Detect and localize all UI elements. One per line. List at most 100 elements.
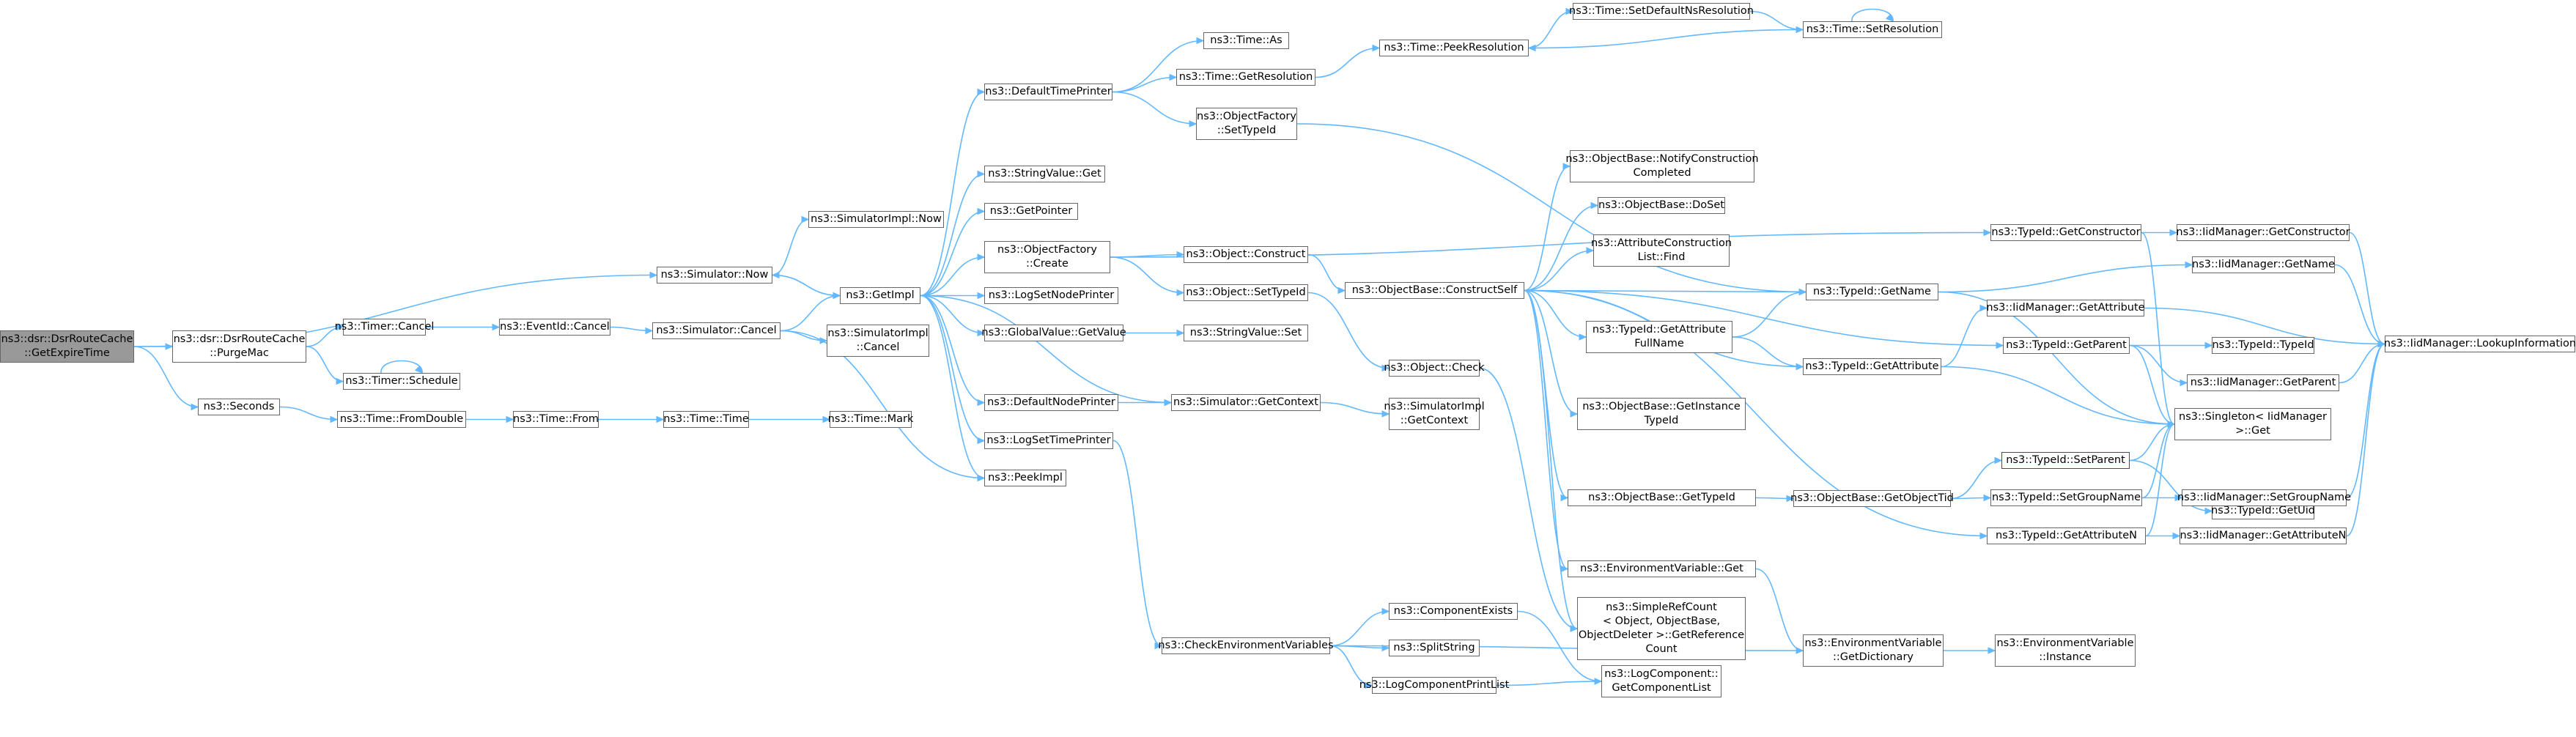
node-defaulttimeprinter[interactable]: ns3::DefaultTimePrinter (984, 84, 1112, 100)
node-object-settypeid[interactable]: ns3::Object::SetTypeId (1184, 284, 1308, 301)
call-edge (2129, 459, 2213, 512)
node-time-setresolution[interactable]: ns3::Time::SetResolution (1803, 21, 1942, 38)
node-componentexists[interactable]: ns3::ComponentExists (1389, 603, 1518, 620)
node-iidmanager-setgroupname[interactable]: ns3::IidManager::SetGroupName (2177, 489, 2351, 506)
node-time-as[interactable]: ns3::Time::As (1203, 32, 1289, 49)
call-edge (1112, 440, 1162, 647)
node-time-mark[interactable]: ns3::Time::Mark (827, 411, 914, 428)
node-getimpl[interactable]: ns3::GetImpl (840, 287, 920, 304)
node-label-line: ns3::DefaultTimePrinter (985, 86, 1112, 97)
node-timer-cancel[interactable]: ns3::Timer::Cancel (335, 319, 434, 336)
node-simulator-now[interactable]: ns3::Simulator::Now (657, 267, 772, 284)
node-simplerefcount-getreferencecount[interactable]: ns3::SimpleRefCount< Object, ObjectBase,… (1577, 597, 1746, 660)
node-label-line: ns3::Time::Mark (827, 413, 914, 425)
edge-arrowhead (2204, 507, 2213, 515)
node-logsettimeprinter[interactable]: ns3::LogSetTimePrinter (984, 432, 1113, 449)
node-time-getresolution[interactable]: ns3::Time::GetResolution (1176, 69, 1315, 86)
node-objectbase-getobjecttid[interactable]: ns3::ObjectBase::GetObjectTid (1790, 490, 1954, 507)
node-time-setdefaultnsresolution[interactable]: ns3::Time::SetDefaultNsResolution (1569, 3, 1754, 20)
node-dsrroutecache-purgemac[interactable]: ns3::dsr::DsrRouteCache::PurgeMac (172, 330, 306, 363)
edge-arrowhead (977, 292, 986, 300)
node-typeid-getattribute[interactable]: ns3::TypeId::GetAttribute (1803, 358, 1941, 375)
node-simulator-getcontext[interactable]: ns3::Simulator::GetContext (1171, 394, 1321, 411)
node-logcomponent-getcomponentlist[interactable]: ns3::LogComponent::GetComponentList (1601, 665, 1721, 697)
node-simulatorimpl-cancel[interactable]: ns3::SimulatorImpl::Cancel (827, 325, 929, 357)
node-checkenvironmentvariables[interactable]: ns3::CheckEnvironmentVariables (1158, 637, 1334, 654)
node-iidmanager-lookupinformation[interactable]: ns3::IidManager::LookupInformation (2384, 336, 2576, 352)
node-label-line: < Object, ObjectBase, (1602, 615, 1721, 627)
node-time-peekresolution[interactable]: ns3::Time::PeekResolution (1379, 40, 1529, 56)
node-iidmanager-getname[interactable]: ns3::IidManager::GetName (2192, 256, 2335, 273)
call-edge (1528, 10, 1573, 49)
call-edge (1749, 10, 1804, 31)
node-object-construct[interactable]: ns3::Object::Construct (1184, 246, 1308, 263)
node-simulatorimpl-getcontext[interactable]: ns3::SimulatorImpl::GetContext (1384, 398, 1485, 430)
node-objectbase-doset[interactable]: ns3::ObjectBase::DoSet (1598, 197, 1725, 214)
edge-arrowhead (1381, 644, 1390, 652)
edge-arrowhead (1365, 681, 1373, 689)
node-logcomponentprintlist[interactable]: ns3::LogComponentPrintList (1359, 677, 1509, 694)
node-typeid-getname[interactable]: ns3::TypeId::GetName (1806, 284, 1938, 300)
node-label-line: ns3::Time::From (513, 413, 599, 425)
node-typeid-getconstructor[interactable]: ns3::TypeId::GetConstructor (1990, 224, 2141, 241)
node-typeid-getparent[interactable]: ns3::TypeId::GetParent (2003, 337, 2130, 354)
edge-arrowhead (1885, 13, 1894, 22)
node-eventid-cancel[interactable]: ns3::EventId::Cancel (499, 319, 610, 336)
node-label-line: ns3::TypeId::GetAttribute (1805, 360, 1939, 372)
edge-arrowhead (1372, 44, 1381, 52)
call-edge (1950, 459, 2002, 500)
node-objectfactory-create[interactable]: ns3::ObjectFactory::Create (984, 241, 1110, 273)
edge-arrowhead (1176, 251, 1185, 259)
node-typeid-setgroupname[interactable]: ns3::TypeId::SetGroupName (1990, 489, 2142, 506)
node-iidmanager-getattribute[interactable]: ns3::IidManager::GetAttribute (1986, 300, 2145, 316)
node-stringvalue-get[interactable]: ns3::StringValue::Get (984, 166, 1105, 182)
node-objectfactory-settypeid[interactable]: ns3::ObjectFactory::SetTypeId (1196, 108, 1297, 140)
node-stringvalue-set[interactable]: ns3::StringValue::Set (1184, 325, 1308, 341)
edge-arrowhead (1570, 410, 1579, 418)
node-object-check[interactable]: ns3::Object::Check (1384, 360, 1485, 377)
call-edge (920, 173, 985, 297)
call-edge (2334, 264, 2385, 345)
node-environmentvariable-get[interactable]: ns3::EnvironmentVariable::Get (1568, 560, 1756, 577)
node-environmentvariable-instance[interactable]: ns3::EnvironmentVariable::Instance (1995, 634, 2136, 667)
node-label-line: ObjectDeleter >::GetReference (1578, 629, 1745, 641)
node-label-line: ns3::Simulator::Cancel (656, 325, 777, 336)
node-time-time[interactable]: ns3::Time::Time (663, 411, 749, 428)
node-iidmanager-getattributen[interactable]: ns3::IidManager::GetAttributeN (2180, 527, 2347, 544)
node-singleton-iidmanager-get[interactable]: ns3::Singleton< IidManager>::Get (2174, 408, 2331, 440)
node-splitstring[interactable]: ns3::SplitString (1389, 640, 1480, 656)
node-globalvalue-getvalue[interactable]: ns3::GlobalValue::GetValue (981, 325, 1126, 341)
node-peekimpl[interactable]: ns3::PeekImpl (984, 470, 1066, 486)
call-edge (920, 295, 985, 334)
node-getpointer[interactable]: ns3::GetPointer (984, 203, 1078, 220)
node-timer-schedule[interactable]: ns3::Timer::Schedule (343, 373, 460, 390)
node-label-line: ns3::EnvironmentVariable (1804, 637, 1942, 649)
node-environmentvariable-getdictionary[interactable]: ns3::EnvironmentVariable::GetDictionary (1803, 634, 1944, 667)
node-iidmanager-getconstructor[interactable]: ns3::IidManager::GetConstructor (2176, 224, 2350, 241)
node-simulatorimpl-now[interactable]: ns3::SimulatorImpl::Now (808, 211, 944, 228)
node-typeid-getattributen[interactable]: ns3::TypeId::GetAttributeN (1987, 527, 2146, 544)
node-simulator-cancel[interactable]: ns3::Simulator::Cancel (652, 322, 780, 339)
node-logsetnodeprinter[interactable]: ns3::LogSetNodePrinter (984, 287, 1118, 304)
call-edge (1307, 253, 1346, 292)
node-defaultnodeprinter[interactable]: ns3::DefaultNodePrinter (984, 394, 1118, 411)
node-iidmanager-getparent[interactable]: ns3::IidManager::GetParent (2187, 374, 2339, 391)
node-objectbase-constructself[interactable]: ns3::ObjectBase::ConstructSelf (1345, 282, 1524, 299)
node-typeid-setparent[interactable]: ns3::TypeId::SetParent (2001, 452, 2130, 469)
node-typeid-getuid[interactable]: ns3::TypeId::GetUid (2211, 503, 2315, 519)
node-typeid-typeid[interactable]: ns3::TypeId::TypeId (2212, 337, 2314, 354)
call-edge (1524, 289, 1806, 293)
node-dsrroutecache-getexpiretime[interactable]: ns3::dsr::DsrRouteCache::GetExpireTime (0, 330, 134, 363)
node-time-from[interactable]: ns3::Time::From (513, 411, 599, 428)
call-edge (1528, 29, 1804, 49)
node-time-fromdouble[interactable]: ns3::Time::FromDouble (337, 411, 466, 428)
edge-arrowhead (1176, 329, 1185, 337)
node-objectbase-gettypeid[interactable]: ns3::ObjectBase::GetTypeId (1568, 489, 1756, 506)
node-seconds[interactable]: ns3::Seconds (198, 399, 280, 415)
edge-arrowhead (2167, 421, 2176, 428)
edge-arrowhead (1979, 304, 1988, 312)
